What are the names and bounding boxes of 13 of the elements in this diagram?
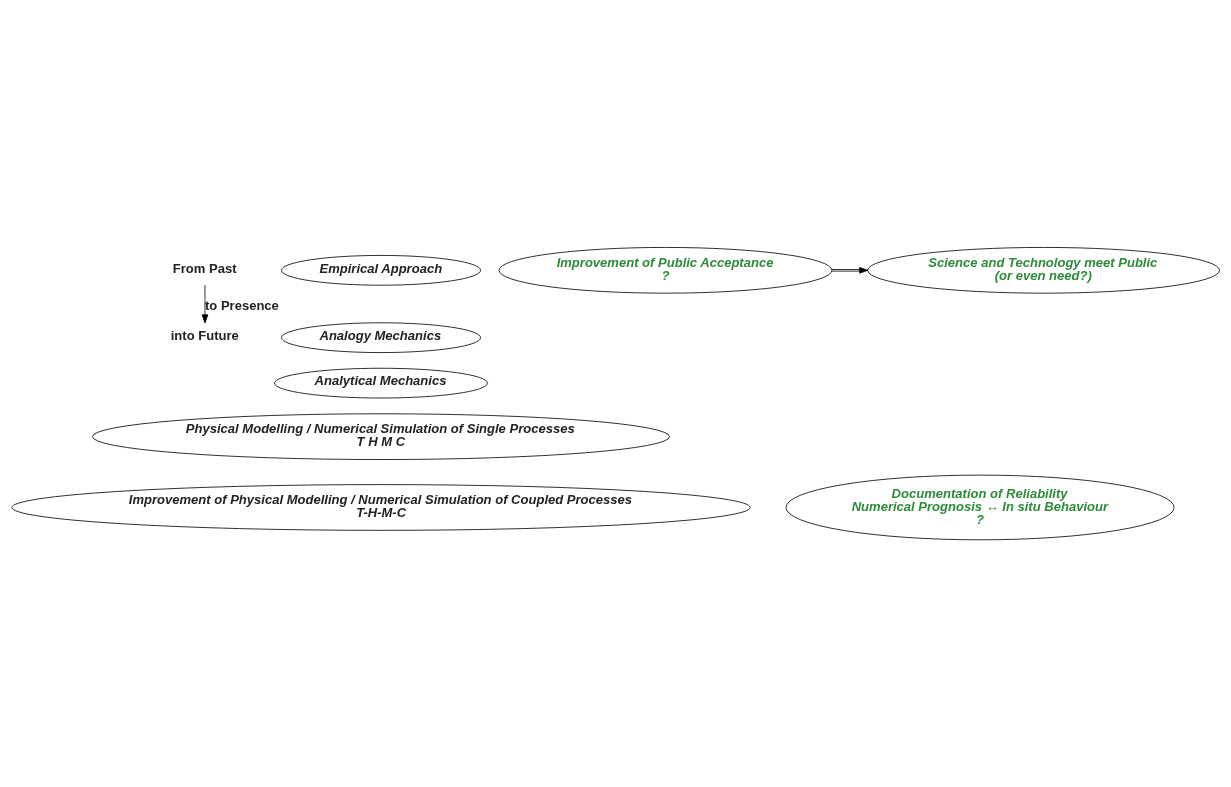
node-text: From Past <box>172 260 237 276</box>
edge-label: to Presence <box>204 298 279 314</box>
node-text: into Future <box>170 327 239 343</box>
node-ellipse: Empirical Approach <box>281 255 481 286</box>
node-ellipse: Physical Modelling / Numerical Simulation of Single Processes T H M C <box>92 413 670 460</box>
node-ellipse: Science and Technology meet Public (or even need?) <box>867 247 1220 294</box>
node-ellipse: Improvement of Physical Modelling / Numerical Simulation of Coupled Processes T-H-M-C <box>11 484 751 531</box>
node-ellipse: Improvement of Public Acceptance ? <box>498 247 833 294</box>
node-ellipse: Analogy Mechanics <box>281 322 481 353</box>
arrow <box>831 267 869 274</box>
arrow <box>201 284 209 324</box>
node-ellipse: Documentation of Reliability Numerical Prognosis ↔ In situ Behaviour ? <box>785 474 1175 541</box>
node-ellipse: Analytical Mechanics <box>274 367 488 399</box>
